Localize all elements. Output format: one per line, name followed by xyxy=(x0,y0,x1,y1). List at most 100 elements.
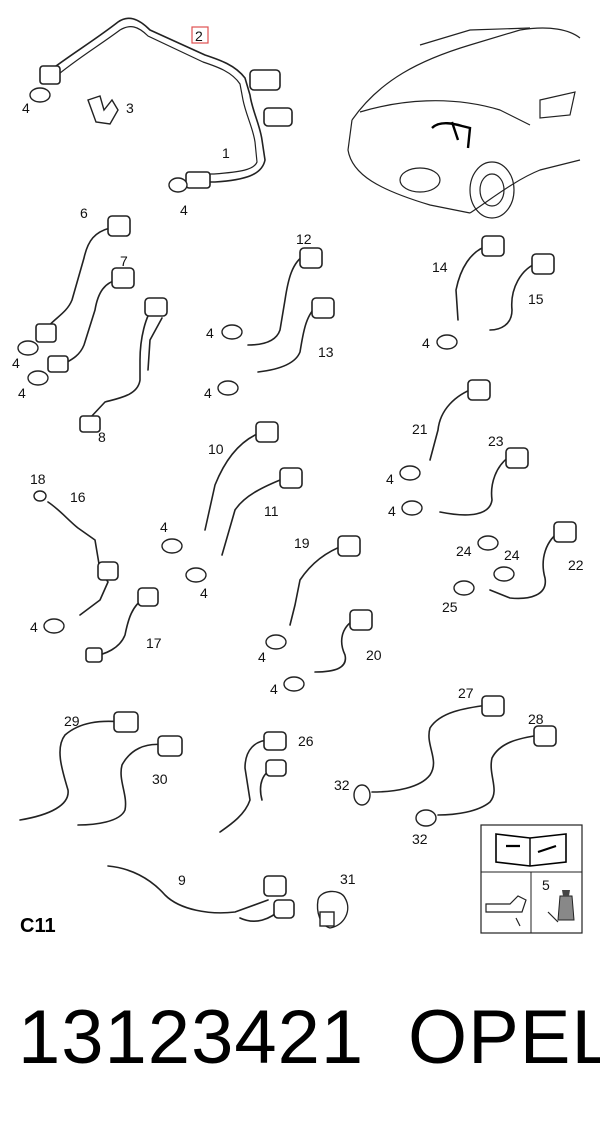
callout-4: 4 xyxy=(388,503,396,519)
callout-24: 24 xyxy=(504,547,520,563)
callout-12: 12 xyxy=(296,231,312,247)
callout-15: 15 xyxy=(528,291,544,307)
hose-16 xyxy=(47,501,119,616)
hose-19 xyxy=(289,535,361,626)
callout-27: 27 xyxy=(458,685,474,701)
callout-32: 32 xyxy=(334,777,350,793)
callout-2: 2 xyxy=(195,28,203,44)
clamp-24 xyxy=(477,535,499,551)
callout-14: 14 xyxy=(432,259,448,275)
car-location-icon xyxy=(347,27,581,219)
clamp-4 xyxy=(265,634,287,650)
callout-31: 31 xyxy=(340,871,356,887)
callout-4: 4 xyxy=(12,355,20,371)
parts-diagram: 2 1 3 4 4 6 7 4 4 xyxy=(12,17,584,934)
callout-4: 4 xyxy=(270,681,278,697)
hose-10 xyxy=(204,421,279,531)
callout-32: 32 xyxy=(412,831,428,847)
clamp-32 xyxy=(353,784,371,806)
hose-8 xyxy=(79,297,168,433)
hose-2-assembly xyxy=(39,17,293,189)
callout-9: 9 xyxy=(178,872,186,888)
hose-13 xyxy=(257,297,335,373)
callout-13: 13 xyxy=(318,344,334,360)
hose-29 xyxy=(19,711,139,821)
callout-10: 10 xyxy=(208,441,224,457)
clamp-4 xyxy=(43,618,65,634)
callout-1: 1 xyxy=(222,145,230,161)
callout-6: 6 xyxy=(80,205,88,221)
clamp-4 xyxy=(436,334,458,350)
lubricant-icon xyxy=(485,895,527,927)
callout-7: 7 xyxy=(120,253,128,269)
callout-4: 4 xyxy=(200,585,208,601)
clamp-25 xyxy=(453,580,475,596)
sealant-tube-icon xyxy=(547,890,575,923)
callout-4: 4 xyxy=(180,202,188,218)
callout-4: 4 xyxy=(18,385,26,401)
callout-25: 25 xyxy=(442,599,458,615)
callout-16: 16 xyxy=(70,489,86,505)
callout-4: 4 xyxy=(386,471,394,487)
callout-21: 21 xyxy=(412,421,428,437)
hose-17 xyxy=(85,587,159,663)
callout-4: 4 xyxy=(160,519,168,535)
hose-23 xyxy=(439,447,529,516)
manual-tools-icon xyxy=(495,833,567,867)
clamp-4 xyxy=(17,340,39,356)
clamp-4 xyxy=(29,87,51,103)
callout-30: 30 xyxy=(152,771,168,787)
hose-26 xyxy=(219,731,287,833)
callout-8: 8 xyxy=(98,429,106,445)
clamp-4 xyxy=(217,380,239,396)
hose-30 xyxy=(77,735,183,826)
clamp-4 xyxy=(185,567,207,583)
clamp-32 xyxy=(415,809,437,827)
clamp-4 xyxy=(168,177,188,193)
clamp-4 xyxy=(161,538,183,554)
hose-14 xyxy=(455,235,505,321)
hose-11 xyxy=(221,467,303,556)
callout-4: 4 xyxy=(206,325,214,341)
part-number: 13123421 xyxy=(18,995,365,1080)
clamp-4 xyxy=(401,500,423,516)
callout-20: 20 xyxy=(366,647,382,663)
callout-4: 4 xyxy=(204,385,212,401)
callout-4: 4 xyxy=(422,335,430,351)
catalog-code: C11 xyxy=(20,915,56,937)
clamp-4 xyxy=(283,676,305,692)
hose-22 xyxy=(489,521,577,600)
hose-9 xyxy=(107,865,295,922)
clamp-31 xyxy=(316,890,349,929)
hose-7 xyxy=(47,267,135,373)
callout-4: 4 xyxy=(30,619,38,635)
callout-23: 23 xyxy=(488,433,504,449)
hose-20 xyxy=(314,609,373,673)
callout-3: 3 xyxy=(126,100,134,116)
callout-24: 24 xyxy=(456,543,472,559)
clamp-24 xyxy=(493,566,515,582)
callout-26: 26 xyxy=(298,733,314,749)
clamp-4 xyxy=(27,370,49,386)
clamp-4 xyxy=(221,324,243,340)
callout-4: 4 xyxy=(258,649,266,665)
callout-4: 4 xyxy=(22,100,30,116)
hose-15 xyxy=(489,253,555,331)
clamp-3 xyxy=(87,95,119,125)
callout-28: 28 xyxy=(528,711,544,727)
callout-29: 29 xyxy=(64,713,80,729)
hose-28 xyxy=(437,725,557,816)
clamp-18 xyxy=(33,490,47,502)
callout-18: 18 xyxy=(30,471,46,487)
hose-21 xyxy=(429,379,491,461)
hose-12 xyxy=(247,247,323,346)
callout-17: 17 xyxy=(146,635,162,651)
callout-2-box xyxy=(191,26,209,44)
callout-19: 19 xyxy=(294,535,310,551)
hose-27 xyxy=(371,695,505,793)
callout-11: 11 xyxy=(264,503,279,519)
callout-5: 5 xyxy=(542,877,550,893)
callout-22: 22 xyxy=(568,557,584,573)
clamp-4 xyxy=(399,465,421,481)
hose-6 xyxy=(35,215,131,343)
